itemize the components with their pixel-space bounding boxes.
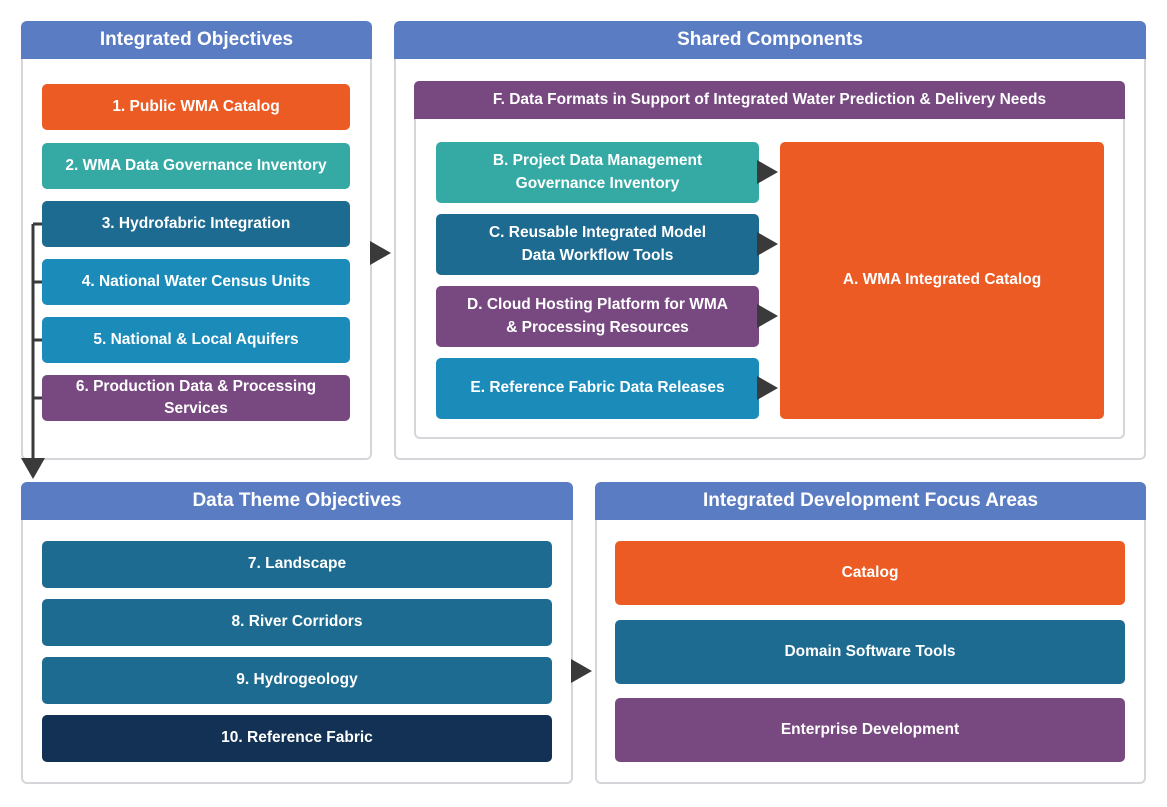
component-a-label: A. WMA Integrated Catalog	[842, 271, 1042, 289]
component-e-reference-fabric-releases[interactable]: E. Reference Fabric Data Releases	[436, 358, 759, 419]
objective-1-label: 1. Public WMA Catalog	[112, 97, 280, 115]
integrated-objectives-title: Integrated Objectives	[21, 21, 372, 59]
objective-2-label: 2. WMA Data Governance Inventory	[65, 156, 327, 174]
focus-domain-software-tools[interactable]: Domain Software Tools	[615, 620, 1125, 684]
component-b-label: B. Project Data Management Governance In…	[492, 152, 703, 192]
theme-8-label: 8. River Corridors	[231, 613, 363, 631]
focus-enterprise-development[interactable]: Enterprise Development	[615, 698, 1125, 762]
component-b-project-data-management[interactable]: B. Project Data Management Governance In…	[436, 142, 759, 203]
objective-4-national-water-census-units[interactable]: 4. National Water Census Units	[42, 259, 350, 305]
theme-7-landscape[interactable]: 7. Landscape	[42, 541, 552, 588]
focus-catalog[interactable]: Catalog	[615, 541, 1125, 605]
objective-3-label: 3. Hydrofabric Integration	[101, 214, 291, 232]
component-d-label: D. Cloud Hosting Platform for WMA & Proc…	[467, 296, 728, 336]
objective-2-data-governance-inventory[interactable]: 2. WMA Data Governance Inventory	[42, 143, 350, 189]
objective-5-label: 5. National & Local Aquifers	[93, 330, 299, 348]
focus-domain-software-label: Domain Software Tools	[784, 642, 956, 660]
data-theme-objectives-title: Data Theme Objectives	[21, 482, 573, 520]
theme-10-reference-fabric[interactable]: 10. Reference Fabric	[42, 715, 552, 762]
objective-3-hydrofabric-integration[interactable]: 3. Hydrofabric Integration	[42, 201, 350, 247]
component-d-cloud-hosting-platform[interactable]: D. Cloud Hosting Platform for WMA & Proc…	[436, 286, 759, 347]
objective-1-public-wma-catalog[interactable]: 1. Public WMA Catalog	[42, 84, 350, 130]
theme-7-label: 7. Landscape	[247, 555, 347, 573]
data-formats-header: F. Data Formats in Support of Integrated…	[414, 81, 1125, 119]
shared-components-title: Shared Components	[394, 21, 1146, 59]
component-a-wma-integrated-catalog[interactable]: A. WMA Integrated Catalog	[780, 142, 1104, 419]
theme-8-river-corridors[interactable]: 8. River Corridors	[42, 599, 552, 646]
focus-enterprise-label: Enterprise Development	[780, 720, 960, 738]
theme-10-label: 10. Reference Fabric	[221, 729, 373, 747]
theme-9-label: 9. Hydrogeology	[236, 671, 358, 689]
component-c-label: C. Reusable Integrated Model Data Workfl…	[488, 224, 707, 264]
objective-6-production-data-processing[interactable]: 6. Production Data & Processing Services	[42, 375, 350, 421]
theme-9-hydrogeology[interactable]: 9. Hydrogeology	[42, 657, 552, 704]
component-e-label: E. Reference Fabric Data Releases	[470, 379, 725, 397]
objective-5-national-local-aquifers[interactable]: 5. National & Local Aquifers	[42, 317, 350, 363]
objective-6-label: 6. Production Data & Processing Services	[75, 377, 317, 417]
focus-catalog-label: Catalog	[841, 563, 899, 581]
objective-4-label: 4. National Water Census Units	[81, 272, 311, 290]
component-c-reusable-model-tools[interactable]: C. Reusable Integrated Model Data Workfl…	[436, 214, 759, 275]
focus-areas-title: Integrated Development Focus Areas	[595, 482, 1146, 520]
